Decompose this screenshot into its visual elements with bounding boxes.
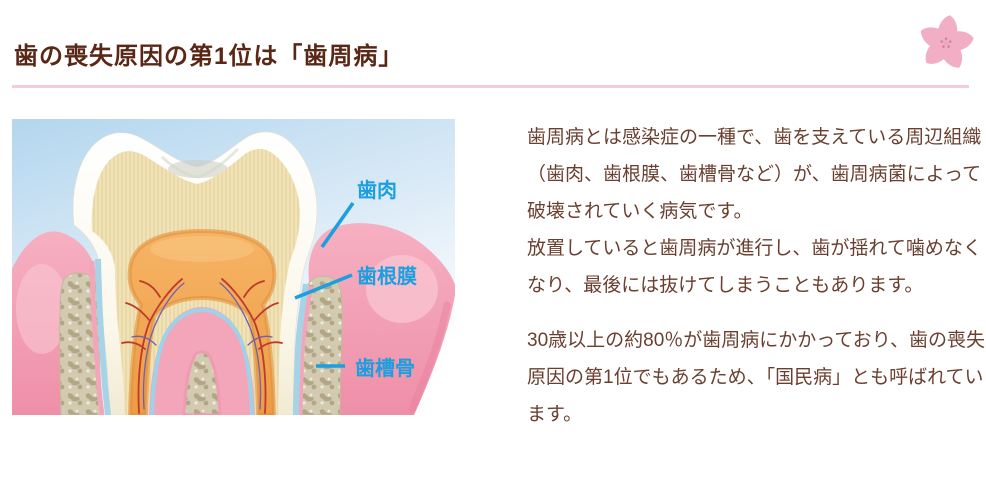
- paragraph-1: 歯周病とは感染症の一種で、歯を支えている周辺組織（歯肉、歯根膜、歯槽骨など）が、…: [527, 119, 986, 304]
- blood-vessels: [121, 278, 283, 414]
- pointer-ligament: [294, 273, 353, 300]
- tooth-diagram: 歯肉 歯根膜 歯槽骨: [12, 119, 455, 415]
- sentence: 歯周病とは感染症の一種で、歯を支えている周辺組織（歯肉、歯根膜、歯槽骨など）が、…: [527, 127, 982, 222]
- label-gums: 歯肉: [357, 178, 397, 202]
- sakura-petals: [920, 15, 974, 68]
- sakura-icon: [920, 15, 974, 68]
- sentence: 放置していると歯周病が進行し、歯が揺れて噛めなくなり、最後には抜けてしまうことも…: [527, 238, 982, 296]
- inter-root-bone: [182, 350, 222, 415]
- sakura-stamens: [940, 37, 952, 48]
- pointer-gum: [320, 201, 355, 249]
- paragraph-2: 30歳以上の約80％が歯周病にかかっており、歯の喪失原因の第1位でもあるため、「…: [527, 322, 986, 433]
- gum-highlight-right: [366, 255, 438, 323]
- periodontal-ligament: [89, 258, 314, 415]
- label-periodontal-ligament: 歯根膜: [357, 264, 417, 288]
- page-title: 歯の喪失原因の第1位は「歯周病」: [14, 43, 404, 70]
- pointer-lines: [294, 201, 355, 368]
- header-divider: [12, 85, 969, 88]
- gum-highlight-left: [16, 264, 68, 354]
- notch-ligament: [150, 307, 254, 415]
- tooth-cross-section-illustration: 歯肉 歯根膜 歯槽骨: [12, 119, 455, 415]
- description: 歯周病とは感染症の一種で、歯を支えている周辺組織（歯肉、歯根膜、歯槽骨など）が、…: [527, 119, 986, 451]
- pulp: [127, 228, 277, 415]
- label-alveolar-bone: 歯槽骨: [355, 356, 415, 380]
- sentence: 30歳以上の約80％が歯周病にかかっており、歯の喪失原因の第1位でもあるため、「…: [527, 330, 985, 425]
